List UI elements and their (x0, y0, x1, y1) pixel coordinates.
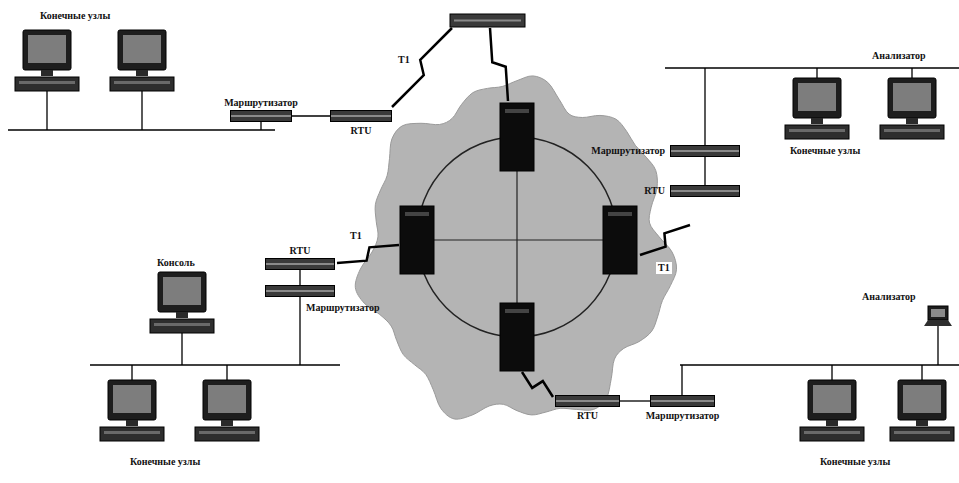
device-label: Маршрутизатор (646, 410, 720, 422)
link-label: T1 (396, 54, 412, 66)
rtu-box: RTU (555, 395, 620, 407)
t1-link (337, 245, 399, 263)
lan-drop (681, 365, 682, 395)
workstation-icon (195, 380, 259, 441)
wired-link (299, 270, 300, 285)
lan-drop (260, 122, 261, 130)
workstation-icon (785, 78, 849, 139)
lan-caption: Конечные узлы (40, 10, 110, 22)
device-label: RTU (290, 245, 311, 257)
t1-link (522, 372, 553, 397)
lan-caption: Конечные узлы (130, 456, 200, 468)
lan-drop (226, 365, 227, 380)
device-label: Маршрутизатор (224, 97, 298, 109)
device-label: Маршрутизатор (591, 145, 665, 157)
device-label: RTU (351, 125, 372, 137)
router-box: Маршрутизатор (265, 285, 335, 297)
lan-drop (141, 91, 142, 130)
workstation-icon (890, 380, 954, 441)
lan-caption: Конечные узлы (820, 456, 890, 468)
lan-bus (680, 364, 959, 365)
backbone-switch (400, 206, 434, 274)
rtu-box: RTU (330, 110, 392, 122)
workstation-icon (800, 380, 864, 441)
backbone-link (417, 239, 620, 240)
network-cloud (355, 76, 676, 419)
lan-drop (937, 326, 938, 365)
workstation-icon (110, 30, 174, 91)
laptop-icon (924, 306, 952, 326)
wired-link (704, 157, 705, 185)
workstation-icon (100, 380, 164, 441)
lan-drop (816, 68, 817, 78)
lan-bus (665, 67, 959, 68)
link-label: T1 (348, 230, 364, 242)
analyzer-label: Анализатор (872, 50, 926, 62)
csu-device (450, 14, 525, 27)
device-label: RTU (577, 410, 598, 422)
rtu-box: RTU (265, 258, 335, 270)
lan-caption: Конечные узлы (790, 145, 860, 157)
workstation-icon (15, 30, 79, 91)
lan-drop (704, 68, 705, 145)
lan-drop (921, 365, 922, 380)
device-label: RTU (644, 185, 665, 197)
backbone-switch (500, 103, 534, 171)
lan-bus (90, 364, 340, 365)
t1-link (490, 28, 508, 101)
router-box: Маршрутизатор (650, 395, 715, 407)
t1-link (640, 225, 690, 255)
workstation-icon (880, 78, 944, 139)
backbone-switch (603, 206, 637, 274)
backbone-switch (500, 303, 534, 371)
lan-drop (299, 297, 300, 365)
lan-drop (181, 333, 182, 365)
analyzer-label: Анализатор (862, 291, 916, 303)
lan-drop (911, 68, 912, 78)
workstation-icon (150, 272, 214, 333)
router-box: Маршрутизатор (230, 110, 292, 122)
t1-link (392, 28, 452, 107)
wired-link (620, 400, 650, 401)
lan-drop (131, 365, 132, 380)
wired-link (292, 115, 330, 116)
rtu-box: RTU (670, 185, 740, 197)
router-box: Маршрутизатор (670, 145, 740, 157)
console-label: Консоль (157, 257, 195, 269)
lan-drop (46, 91, 47, 130)
link-label: T1 (656, 262, 672, 274)
lan-drop (831, 365, 832, 380)
device-label: Маршрутизатор (306, 302, 380, 314)
